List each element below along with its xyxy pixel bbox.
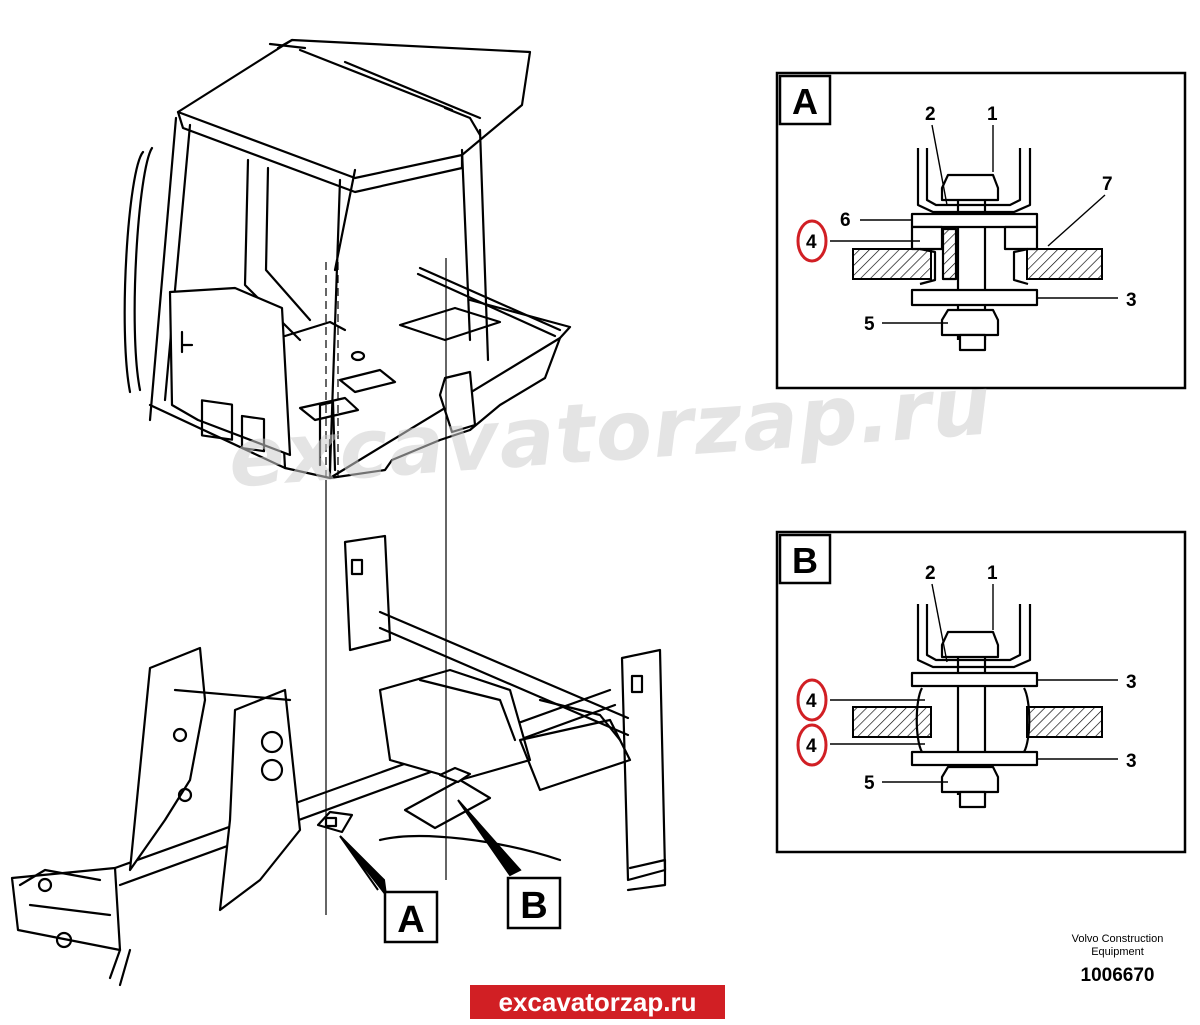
detail-a-callout-1: 1 <box>987 104 998 125</box>
detail-a-callout-4: 4 <box>806 232 817 253</box>
pointer-label-a: A <box>397 899 424 941</box>
detail-b-highlight-4-lower <box>796 723 828 767</box>
frame-illustration <box>10 534 667 987</box>
detail-a-panel: A <box>775 71 1187 390</box>
pointer-callouts <box>339 799 562 944</box>
detail-a-callout-7: 7 <box>1102 174 1113 195</box>
detail-a-title: A <box>792 81 818 122</box>
pointer-label-b: B <box>520 885 547 927</box>
credit-line-1: Volvo Construction <box>1071 933 1164 945</box>
cab-illustration <box>123 38 572 480</box>
detail-b-callout-5: 5 <box>864 773 875 794</box>
detail-a-callout-3: 3 <box>1126 290 1137 311</box>
detail-b-title: B <box>792 540 818 581</box>
detail-b-panel: B <box>775 530 1187 854</box>
detail-b-callout-4-lower: 4 <box>806 736 817 757</box>
detail-a-callouts: 1 2 3 4 5 6 7 <box>806 104 1137 335</box>
detail-b-callout-4-upper: 4 <box>806 691 817 712</box>
detail-a-callout-6: 6 <box>840 210 851 231</box>
detail-b-callout-3-lower: 3 <box>1126 751 1137 772</box>
detail-b-callout-1: 1 <box>987 563 998 584</box>
detail-a-callout-5: 5 <box>864 314 875 335</box>
detail-a-callout-2: 2 <box>925 104 936 125</box>
document-number: 1006670 <box>1080 965 1155 986</box>
site-link[interactable]: excavatorzap.ru <box>470 985 725 1019</box>
credit-line-2: Equipment <box>1091 946 1144 958</box>
manufacturer-credit: Volvo Construction Equipment <box>1050 933 1185 959</box>
detail-b-callouts: 1 2 3 3 4 4 5 <box>806 563 1137 794</box>
detail-b-callout-2: 2 <box>925 563 936 584</box>
alignment-lines <box>325 258 447 915</box>
detail-b-callout-3-upper: 3 <box>1126 672 1137 693</box>
detail-a-highlight-4 <box>796 219 828 263</box>
detail-b-highlight-4-upper <box>796 678 828 722</box>
